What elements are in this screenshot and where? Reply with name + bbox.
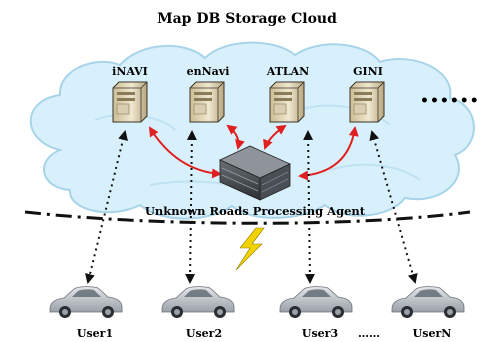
server-icon [189,81,225,123]
server-label-atlan: ATLAN [266,65,309,78]
network-boundary-line [24,210,471,225]
more-servers-ellipsis: •••••• [420,93,480,109]
agent-label: Unknown Roads Processing Agent [145,204,366,218]
link-user3 [303,130,315,284]
wireless-lightning-icon [235,227,265,271]
server-gini: GINI [349,65,385,123]
user3-car: User3 [279,286,353,340]
user3-label: User3 [302,327,338,340]
server-icon [112,81,148,123]
usern-label: UserN [413,327,452,340]
car-icon [391,286,465,319]
server-inavi: iNAVI [112,65,148,123]
server-label-gini: GINI [353,65,383,78]
link-user2 [185,130,197,284]
user-links [85,130,418,284]
server-icon [269,81,305,123]
processing-agent-icon [219,145,291,201]
user1-car: User1 [49,286,123,340]
user2-car: User2 [161,286,235,340]
server-icon [349,81,385,123]
user2-label: User2 [186,327,222,340]
link-usern [369,130,418,284]
server-atlan: ATLAN [266,65,309,123]
users-ellipsis: …… [358,327,380,340]
car-icon [161,286,235,319]
link-ennavi [226,124,245,150]
link-user1 [85,130,128,284]
usern-car: UserN [391,286,465,340]
server-ennavi: enNavi [187,65,230,123]
server-label-inavi: iNAVI [112,65,148,78]
car-icon [279,286,353,319]
link-atlan [263,124,287,150]
user1-label: User1 [77,327,113,340]
diagram-title: Map DB Storage Cloud [157,11,337,27]
car-icon [49,286,123,319]
link-inavi [148,126,222,179]
server-label-ennavi: enNavi [187,65,230,78]
